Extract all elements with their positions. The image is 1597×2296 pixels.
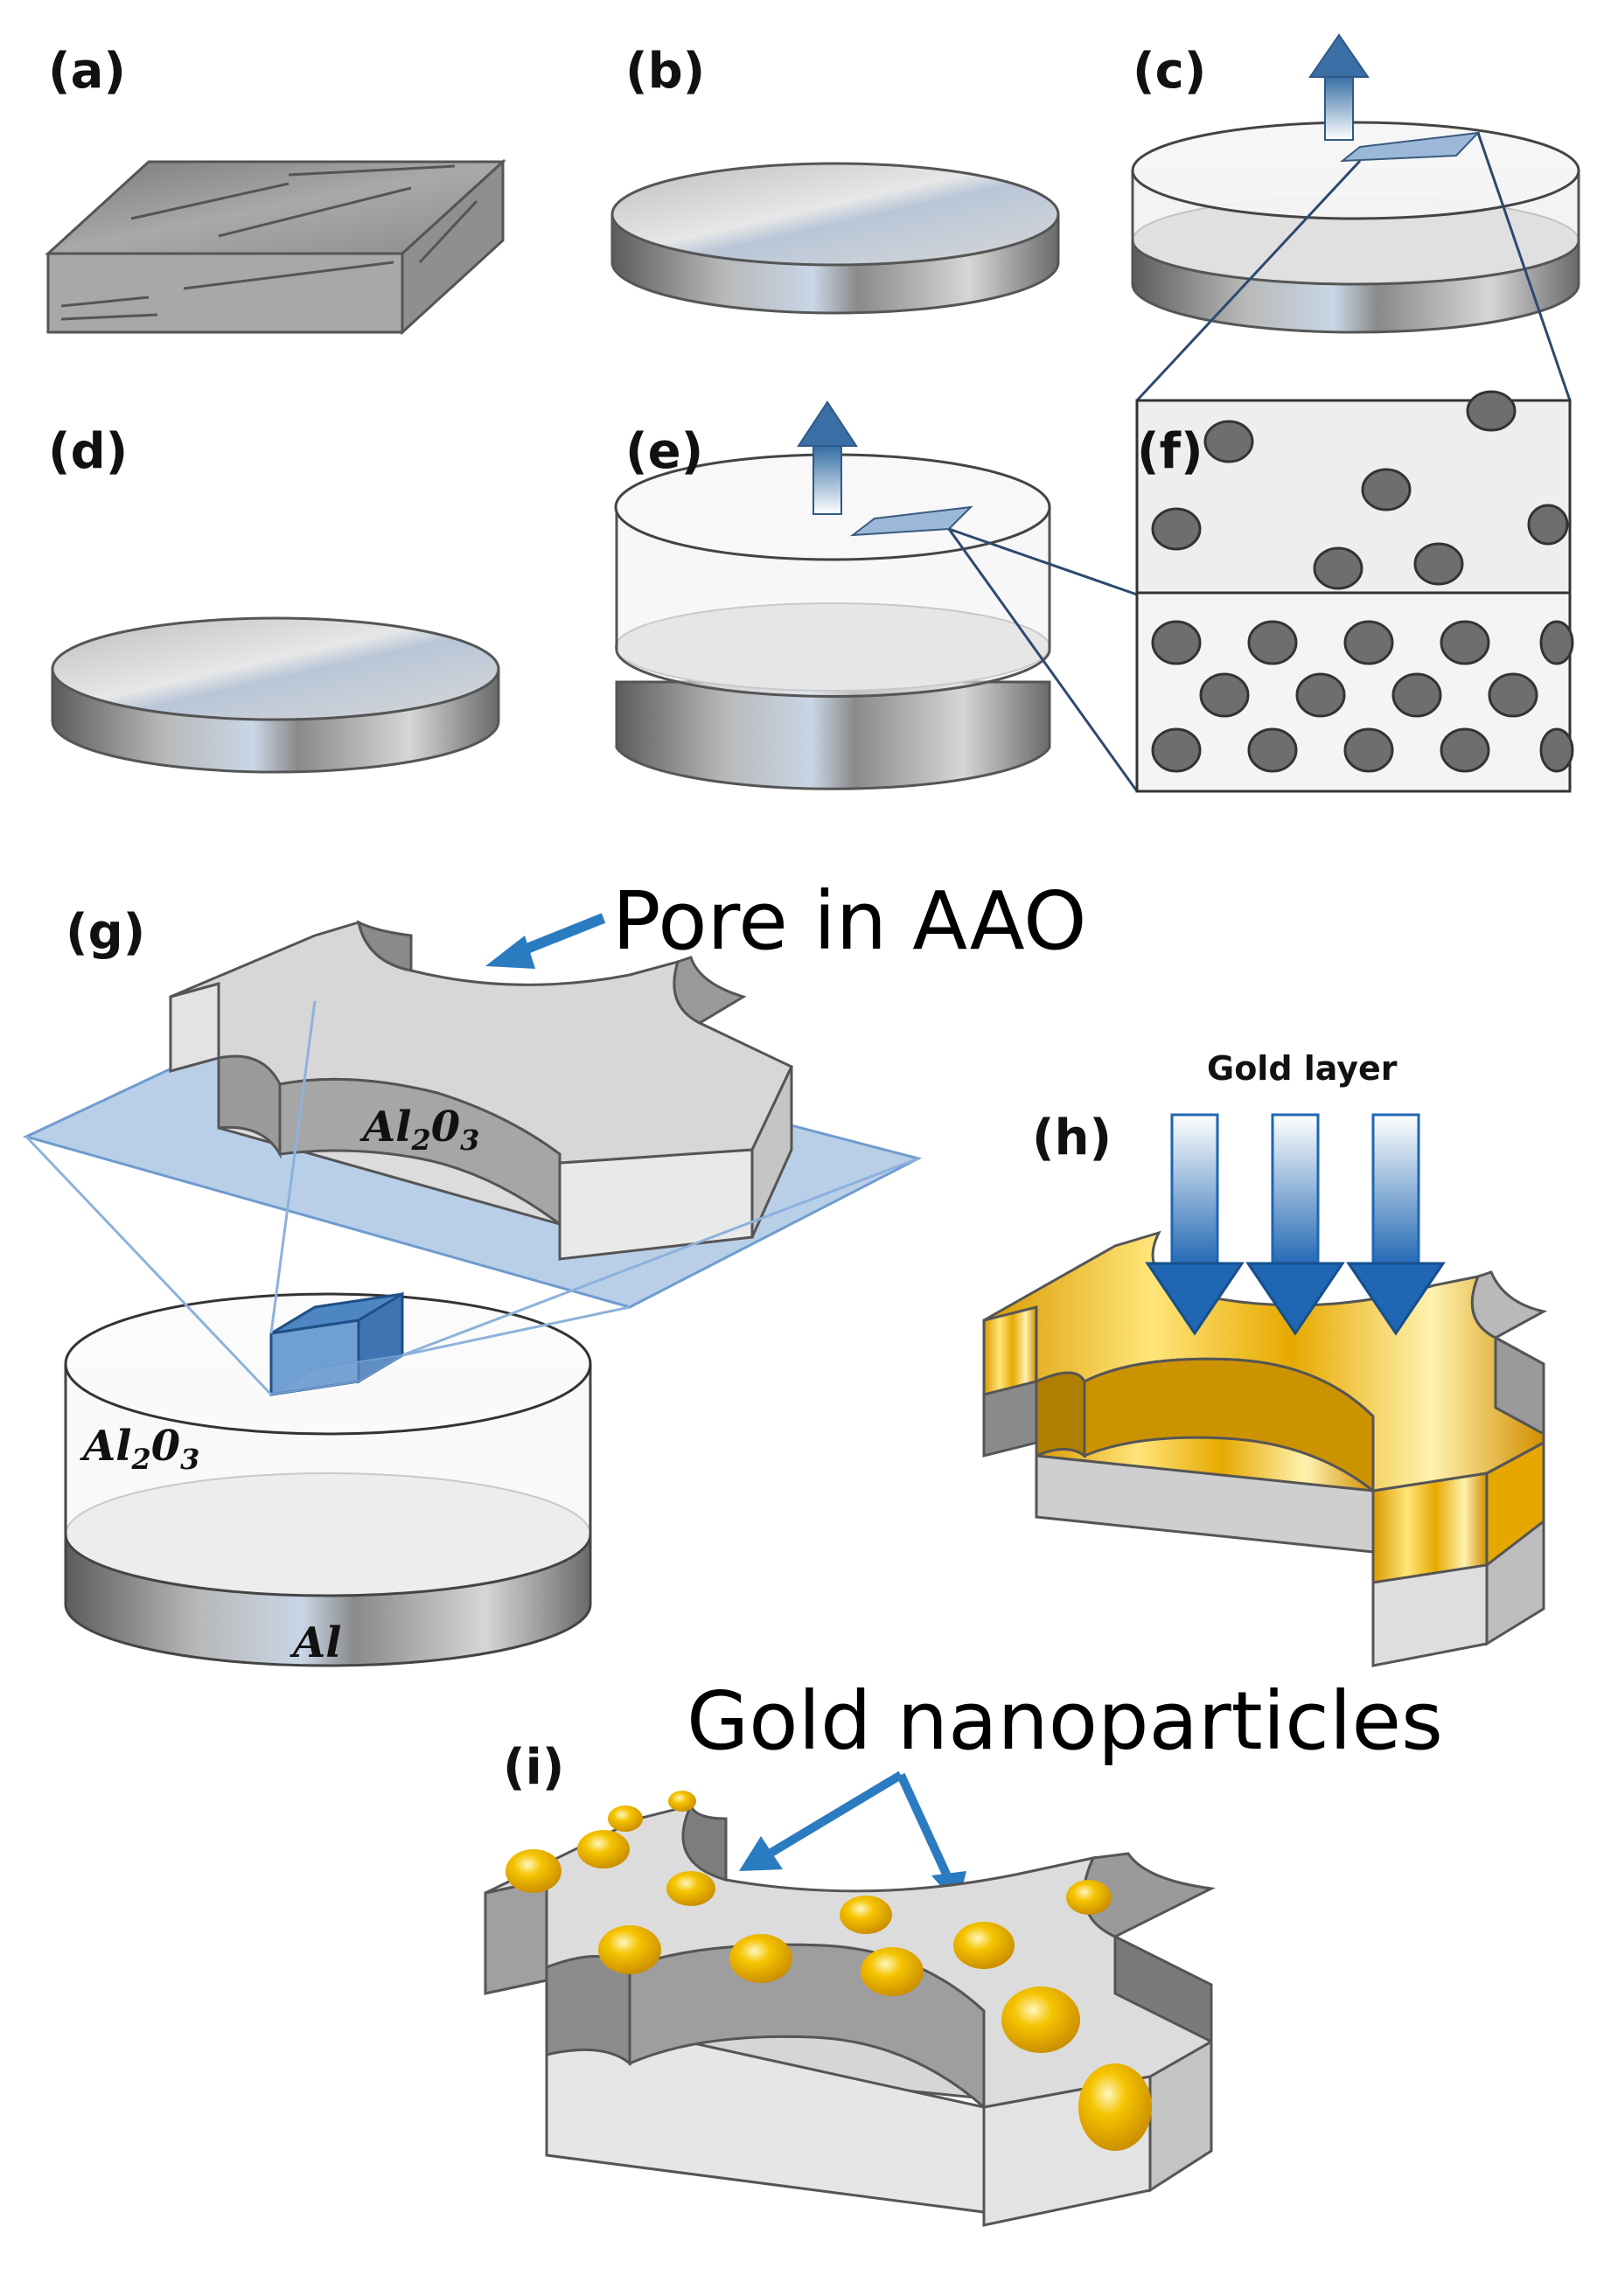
aao-cylinder: [64, 1291, 592, 1667]
gold-coated-block: [982, 1230, 1548, 1667]
label-i: (i): [503, 1739, 564, 1796]
panel-e-up-arrow: [797, 400, 858, 515]
nanoparticle-block: [484, 1801, 1217, 2227]
panel-b-disc: [610, 162, 1060, 315]
pore-cross-section-g: [169, 920, 793, 1261]
label-f: (f): [1137, 423, 1203, 480]
nanoparticle: [1066, 1880, 1112, 1915]
label-d: (d): [48, 423, 128, 480]
panel-d-disc: [51, 616, 500, 774]
al2o3-label-cylinder: Al203: [80, 1422, 199, 1476]
gold-deposition-arrows: [1145, 1113, 1446, 1336]
panel-c-up-arrow: [1308, 33, 1370, 141]
projection-lines: [24, 1000, 919, 1396]
label-c: (c): [1133, 43, 1206, 100]
nanoparticle: [598, 1925, 661, 1974]
al-label: Al: [289, 1618, 341, 1667]
nanoparticle: [577, 1830, 630, 1868]
nanoparticle: [1078, 2063, 1152, 2151]
label-a: (a): [48, 43, 126, 100]
down-arrow-3: [1346, 1113, 1446, 1336]
panel-a-block: [45, 158, 506, 336]
nanoparticle: [953, 1922, 1015, 1969]
al2o3-label-block: Al203: [359, 1103, 479, 1157]
pore-in-aao-label: Pore in AAO: [612, 874, 1086, 968]
nanoparticle: [861, 1947, 924, 1996]
label-e: (e): [625, 423, 703, 480]
nanoparticle: [1001, 1986, 1080, 2053]
gold-nanoparticles-label: Gold nanoparticles: [687, 1674, 1443, 1768]
nanoparticle: [668, 1791, 696, 1812]
label-h: (h): [1032, 1110, 1112, 1166]
panel-c-anodized-disc: [1131, 33, 1580, 402]
gold-nanoparticles: [506, 1791, 1152, 2151]
nanoparticle: [666, 1871, 715, 1906]
panel-f-pore-views: [1135, 390, 1574, 793]
disordered-pores: [1151, 390, 1569, 590]
panel-e-anodized-disc: [614, 400, 1139, 792]
label-g: (g): [66, 904, 145, 961]
ordered-pores: [1151, 620, 1574, 773]
nanoparticle: [729, 1934, 792, 1983]
label-b: (b): [625, 43, 705, 100]
nanoparticle: [506, 1849, 561, 1893]
nanoparticle: [608, 1805, 643, 1832]
nanoparticle: [840, 1896, 892, 1934]
gold-layer-label: Gold layer: [1207, 1049, 1398, 1088]
pore-arrow: [485, 913, 606, 969]
down-arrow-1: [1145, 1113, 1245, 1336]
down-arrow-2: [1245, 1113, 1345, 1336]
